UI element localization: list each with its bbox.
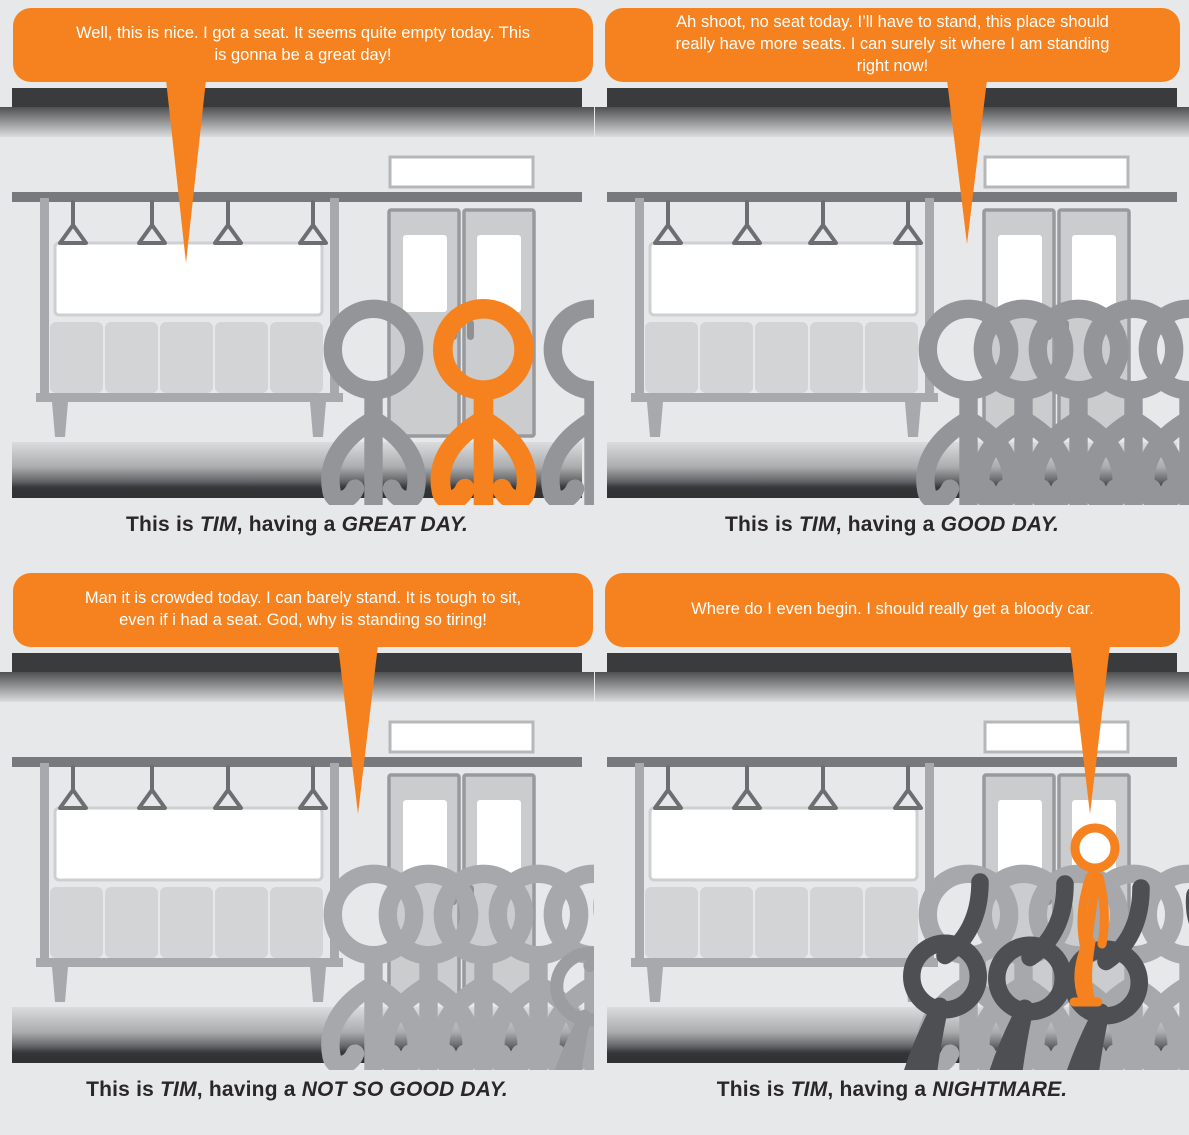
comic-panel-great-day: Well, this is nice. I got a seat. It see…: [0, 0, 594, 570]
speech-text: Well, this is nice. I got a seat. It see…: [76, 24, 530, 64]
comic-panel-not-so-good-day: Man it is crowded today. I can barely st…: [0, 565, 594, 1135]
tim-figure-slouched: [1069, 823, 1120, 1007]
speech-bubble-tail: [1070, 645, 1110, 814]
caption: This is TIM, having a GOOD DAY.: [724, 513, 1060, 536]
speech-bubble: Ah shoot, no seat today. I’ll have to st…: [605, 8, 1180, 82]
speech-text: Ah shoot, no seat today. I’ll have to st…: [675, 13, 1110, 75]
speech-bubble: Man it is crowded today. I can barely st…: [13, 573, 593, 647]
speech-bubble-tail: [166, 80, 206, 263]
speech-bubble: Well, this is nice. I got a seat. It see…: [13, 8, 593, 82]
speech-text: Man it is crowded today. I can barely st…: [84, 589, 522, 629]
train-scene: [595, 650, 1189, 1070]
comic-panel-nightmare: Where do I even begin. I should really g…: [595, 565, 1189, 1135]
caption: This is TIM, having a NOT SO GOOD DAY.: [86, 1078, 508, 1101]
caption: This is TIM, having a GREAT DAY.: [125, 513, 469, 536]
train-scene: [0, 85, 594, 505]
train-scene: [595, 85, 1189, 505]
speech-bubble-tail: [338, 645, 378, 814]
speech-bubble-tail: [947, 80, 987, 244]
train-scene: [0, 650, 594, 1070]
caption: This is TIM, having a NIGHTMARE.: [716, 1078, 1068, 1101]
comic-panel-good-day: Ah shoot, no seat today. I’ll have to st…: [595, 0, 1189, 570]
speech-bubble: Where do I even begin. I should really g…: [605, 573, 1180, 647]
passenger-standing-dark: [0, 890, 7, 1070]
speech-text: Where do I even begin. I should really g…: [691, 600, 1094, 619]
